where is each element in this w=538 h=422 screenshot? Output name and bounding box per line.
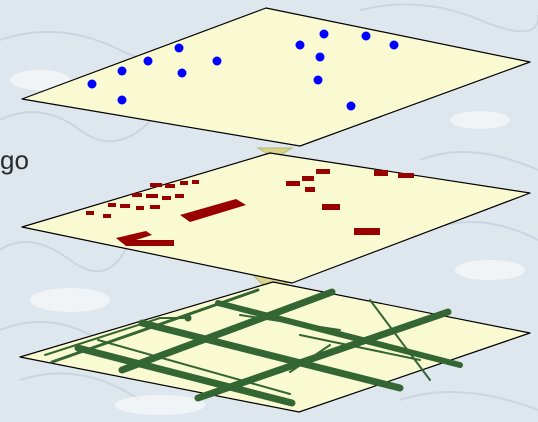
point-marker (295, 40, 305, 50)
parcel (374, 170, 388, 176)
street-line (299, 334, 421, 361)
point-marker (319, 29, 329, 39)
parcel-large (180, 199, 246, 222)
parcel (398, 173, 414, 178)
parcel (316, 169, 330, 174)
layer-points-plane (21, 7, 531, 147)
parcel (108, 203, 116, 207)
connector-upper (256, 147, 294, 155)
road-line (74, 344, 296, 407)
parcel (180, 181, 188, 185)
point-marker (313, 75, 323, 85)
point-marker (315, 52, 325, 62)
clipped-background-text: go (0, 145, 29, 175)
point-marker (212, 56, 222, 66)
parcel (120, 204, 130, 208)
point-marker (117, 95, 127, 105)
parcel (175, 194, 184, 198)
parcel (192, 180, 199, 184)
road-line (50, 288, 260, 364)
point-marker (389, 40, 399, 50)
layer-polygons-plane (21, 152, 531, 284)
road-line (215, 300, 463, 368)
parcel (150, 183, 162, 187)
street-line (97, 339, 291, 395)
road-line (138, 319, 404, 392)
point-marker (346, 101, 356, 111)
parcel (354, 228, 380, 235)
point-marker (87, 79, 97, 89)
street-line (289, 344, 331, 373)
street-line (44, 317, 161, 356)
street-line (239, 314, 341, 331)
parcel (162, 196, 171, 200)
parcel (86, 211, 94, 215)
parcel (305, 187, 315, 192)
point-marker (177, 68, 187, 78)
layer-polygons (21, 152, 531, 284)
parcel (132, 193, 142, 197)
point-marker (174, 43, 184, 53)
point-marker (117, 66, 127, 76)
road-line (194, 308, 452, 402)
layer-lines (19, 281, 531, 413)
parcel (150, 205, 160, 209)
parcel (136, 206, 144, 210)
parcel (302, 176, 314, 181)
parcel (286, 181, 300, 186)
parcel (322, 204, 340, 210)
point-marker (361, 31, 371, 41)
street-line (369, 299, 431, 381)
point-marker (143, 56, 153, 66)
parcel (146, 194, 158, 198)
layer-points (21, 7, 531, 147)
parcel-l-shape (116, 231, 174, 246)
parcel (103, 214, 111, 218)
parcel (165, 184, 175, 188)
road-endpoint (184, 314, 192, 322)
